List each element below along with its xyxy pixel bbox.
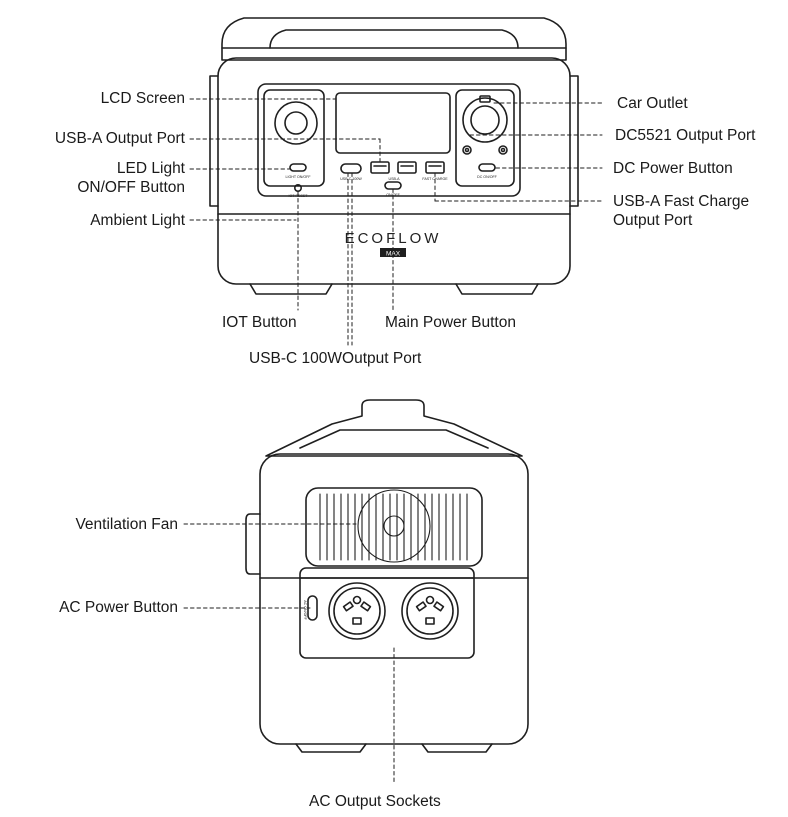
label-usb-a-output-port: USB-A Output Port [54,130,185,147]
led-light-button-caption: LIGHT ON/OFF [285,175,311,179]
label-usb-a-fast-line1: USB-A Fast Charge [613,193,750,210]
usb-c-port[interactable] [340,163,362,174]
ac-socket-2[interactable] [401,582,459,640]
led-light-lens [274,101,318,145]
dc5521-port-left[interactable] [462,145,472,155]
fan-blade-outline [357,489,431,563]
car-outlet[interactable] [462,97,508,143]
label-iot-button: IOT Button [222,314,297,331]
back-foot-right [421,743,493,753]
ventilation-fan [305,487,483,567]
label-ventilation-fan: Ventilation Fan [75,516,178,533]
back-foot-left [295,743,367,753]
fan-grille-lines [319,493,468,561]
dc-power-button[interactable] [478,163,496,172]
front-handle [221,17,567,61]
label-usb-c-output-port: USB-C 100WOutput Port [249,350,422,367]
ac-power-caption: AC ON/OFF [303,600,307,620]
back-handle [265,399,523,457]
front-handle-grip [269,29,519,49]
front-leader-lines [189,98,603,346]
back-view: AC ON/OFF [245,399,529,753]
label-dc5521-output-port: DC5521 Output Port [615,127,756,144]
brand-logo: ECOFLOW [345,230,442,247]
label-ambient-light: Ambient Light [90,212,185,229]
usb-c-caption: USB-C 100W [340,177,362,181]
usb-a-caption: USB-A [389,177,401,181]
control-panel [257,83,521,197]
label-lcd-screen: LCD Screen [100,90,185,107]
label-usb-a-fast-line2: Output Port [613,212,693,229]
usb-a-port-2[interactable] [397,161,417,174]
main-power-caption: ON/OFF [386,193,400,197]
label-car-outlet: Car Outlet [617,95,688,112]
label-ac-output-sockets: AC Output Sockets [309,793,441,810]
front-body [217,57,571,285]
label-led-light-line2: ON/OFF Button [77,179,185,196]
label-ac-power-button: AC Power Button [59,599,178,616]
label-led-light-line1: LED Light [116,160,185,177]
back-leader-lines [183,523,395,785]
label-dc-power-button: DC Power Button [613,160,733,177]
dc-power-caption: DC ON/OFF [477,175,498,179]
lcd-screen [335,92,451,154]
main-power-button[interactable] [384,181,402,190]
usb-a-fast-port[interactable] [425,161,445,174]
fast-charge-caption: FAST CHARGE [422,177,448,181]
ac-socket-1[interactable] [328,582,386,640]
led-light-button[interactable] [289,163,307,172]
ac-panel [299,567,475,659]
front-foot-left [249,283,333,295]
iot-button[interactable] [293,184,302,193]
iot-caption: IOT RESET [289,194,309,198]
label-main-power-button: Main Power Button [385,314,516,331]
usb-a-port-1[interactable] [370,161,390,174]
dc5521-port-right[interactable] [498,145,508,155]
back-body [259,453,529,745]
front-foot-right [455,283,539,295]
front-view: LIGHT ON/OFF USB-C 100W USB-A FAST CHARG… [209,17,579,295]
